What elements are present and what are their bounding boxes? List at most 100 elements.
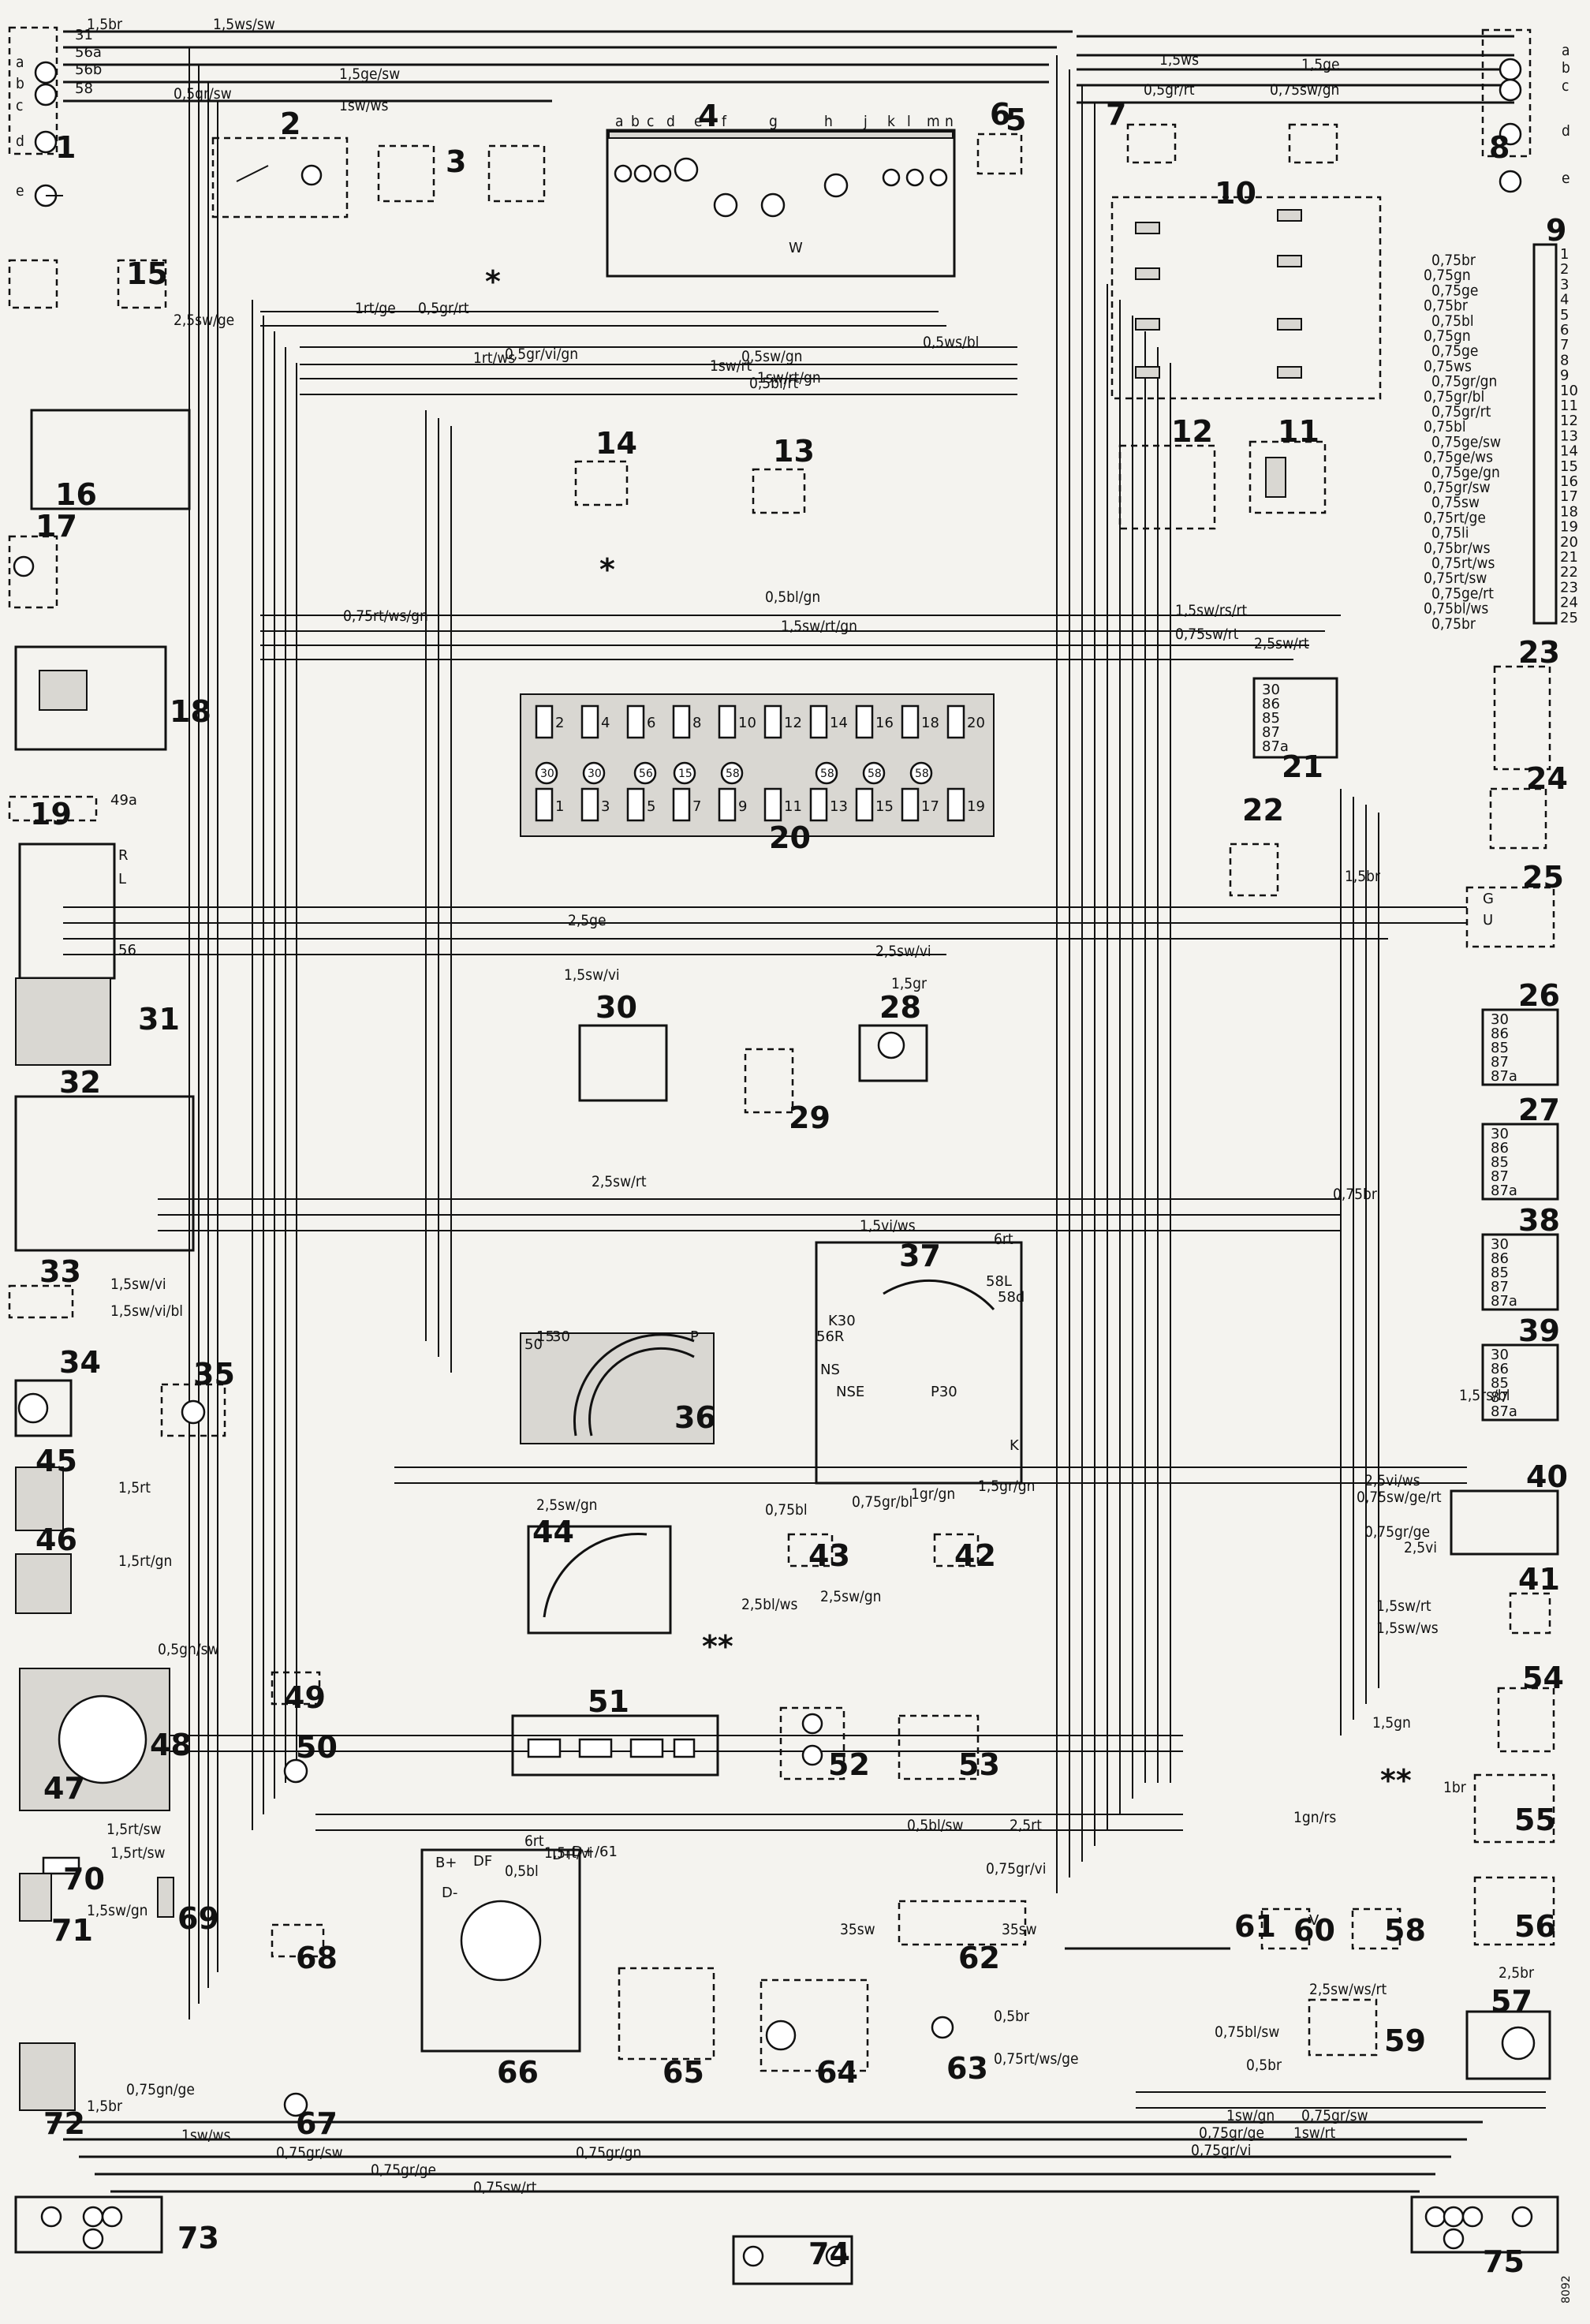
pin-label-21: K30 <box>828 1313 856 1329</box>
component-number-20: 20 <box>769 820 811 855</box>
component-number-52: 52 <box>828 1747 870 1782</box>
fuse-label-20: 20 <box>967 715 985 731</box>
component-number-27: 27 <box>1518 1093 1560 1127</box>
relay-4-terminal-87a: 87a <box>1491 1403 1517 1420</box>
component-42-switch <box>933 1533 980 1567</box>
fuse-terminal-58 <box>815 761 838 785</box>
component-number-41: 41 <box>1518 1562 1560 1597</box>
wire-label-right-4: 0,75bl <box>1431 312 1474 330</box>
relay-1-terminal-86: 86 <box>1491 1026 1509 1042</box>
pin-label-15: 30 <box>552 1328 570 1345</box>
wire-label-right-lower-6: 1,5gn <box>1372 1714 1411 1732</box>
wire-label-right-12: 0,75ge/sw <box>1431 433 1501 450</box>
component-14-switch <box>574 460 629 506</box>
component-number-32: 32 <box>59 1065 101 1100</box>
connector-pin-18: 18 <box>1560 503 1578 520</box>
connector-pin-6: 6 <box>1560 322 1569 338</box>
fuse-16 <box>855 704 874 739</box>
wire-label-right-lower-2: 0,75gr/ge <box>1364 1523 1430 1541</box>
component-35-motor <box>160 1383 226 1437</box>
component-72-module <box>19 2042 76 2111</box>
wire-label-bottom-4: 0,75sw/rt <box>473 2179 537 2196</box>
wire-label-right-16: 0,75sw <box>1431 494 1480 511</box>
wire-label-mid-26: 1,5rt/sw <box>110 1844 166 1862</box>
component-70-resistor <box>42 1856 80 1875</box>
fuse-label-17: 17 <box>921 798 939 815</box>
component-number-24: 24 <box>1526 761 1568 796</box>
connector-pin-12: 12 <box>1560 413 1578 429</box>
wire-label-right-18: 0,75li <box>1431 525 1469 542</box>
wire-label-bottom-10: 2,5sw/ws/rt <box>1309 1981 1387 1998</box>
cluster-letter-f: f <box>722 113 727 130</box>
callout-left-d: d <box>16 133 24 150</box>
component-number-63: 63 <box>946 2051 988 2086</box>
component-number-51: 51 <box>588 1684 629 1719</box>
wire-label-right-lower-4: 1,5sw/rt <box>1376 1597 1431 1615</box>
component-9-connector <box>1532 243 1558 625</box>
wire-label-mid-17: 2,5sw/gn <box>536 1496 598 1514</box>
pin-label-1: 56a <box>75 44 102 61</box>
wire-label-mid-11: 1,5vi/ws <box>860 1217 916 1235</box>
connector-pin-11: 11 <box>1560 398 1578 414</box>
connector-pin-10: 10 <box>1560 383 1578 399</box>
component-number-23: 23 <box>1518 635 1560 670</box>
component-number-3: 3 <box>446 144 466 179</box>
component-62-battery <box>898 1900 1027 1946</box>
component-51-instrument <box>511 1714 719 1777</box>
fuse-terminal-58 <box>909 761 933 785</box>
pin-label-12: D+/61 <box>572 1844 618 1860</box>
wire-label-bottom-7: 0,75gr/ge <box>1199 2124 1264 2142</box>
wire-label-bottom-13: 0,5br <box>1246 2057 1282 2074</box>
vertical-harness <box>188 47 1379 2019</box>
wire-label-bottom-3: 0,75gr/ge <box>371 2161 436 2179</box>
fuse-label-11: 11 <box>784 798 802 815</box>
relay-terminal-labels: 3086858787a3086858787a3086858787a3086858… <box>1262 682 1517 1420</box>
wire-label-mid-37: 1,5br <box>87 2098 123 2115</box>
component-22-sensor <box>1229 843 1279 897</box>
fuse-5 <box>626 787 645 822</box>
relay-1-terminal-30: 30 <box>1491 1011 1509 1028</box>
connector-pin-2: 2 <box>1560 261 1569 278</box>
wire-label-top-18: 0,5ws/bl <box>923 334 979 351</box>
wire-label-top-6: 1,5ge <box>1301 56 1340 73</box>
component-59-switch <box>1308 1998 1378 2057</box>
fuse-14 <box>809 704 828 739</box>
component-63-switch-lamp <box>931 2016 954 2039</box>
wire-labels-right-lower: 2,5vi/ws0,75sw/ge/rt0,75gr/ge2,5vi1,5sw/… <box>1293 868 1510 1826</box>
component-number-15: 15 <box>126 256 168 291</box>
component-15-relays <box>8 259 167 309</box>
component-number-11: 11 <box>1278 414 1319 449</box>
fuse-3 <box>580 787 599 822</box>
component-36-ignition-switch <box>520 1332 715 1444</box>
wire-label-right-lower-0: 2,5vi/ws <box>1364 1472 1420 1489</box>
component-number-18: 18 <box>170 694 211 729</box>
component-number-48: 48 <box>150 1728 192 1762</box>
wire-label-mid-7: 2,5sw/vi <box>875 943 931 960</box>
component-number-66: 66 <box>497 2055 539 2090</box>
fuse-label-16: 16 <box>875 715 894 731</box>
fuse-terminal-label-30: 30 <box>540 768 554 780</box>
component-64-starter <box>760 1978 869 2072</box>
fuse-label-12: 12 <box>784 715 802 731</box>
connector-pin-7: 7 <box>1560 337 1569 353</box>
component-58-switch <box>1351 1907 1402 1950</box>
wire-label-mid-5: 0,75rt/ws/gn <box>343 607 428 625</box>
fuse-label-4: 4 <box>601 715 610 731</box>
fuse-terminal-58 <box>720 761 744 785</box>
component-number-72: 72 <box>43 2106 85 2141</box>
wire-label-mid-2: 0,75sw/rt <box>1175 626 1239 643</box>
component-number-73: 73 <box>177 2221 219 2255</box>
note-single-asterisk: * <box>485 264 501 299</box>
wire-label-right-lower-10: 0,75br <box>1333 1186 1378 1203</box>
component-60-switch <box>1260 1907 1311 1950</box>
wire-label-top-1: 1,5ws/sw <box>213 16 275 33</box>
component-number-75: 75 <box>1483 2244 1525 2279</box>
fuse-6 <box>626 704 645 739</box>
pin-label-14: 15 <box>536 1328 554 1345</box>
component-number-61: 61 <box>1234 1909 1276 1944</box>
callout-right-d: d <box>1562 122 1570 140</box>
component-71-coil <box>19 1873 52 1922</box>
wire-label-right-lower-5: 1,5sw/ws <box>1376 1620 1439 1637</box>
component-34-motor <box>14 1379 73 1437</box>
